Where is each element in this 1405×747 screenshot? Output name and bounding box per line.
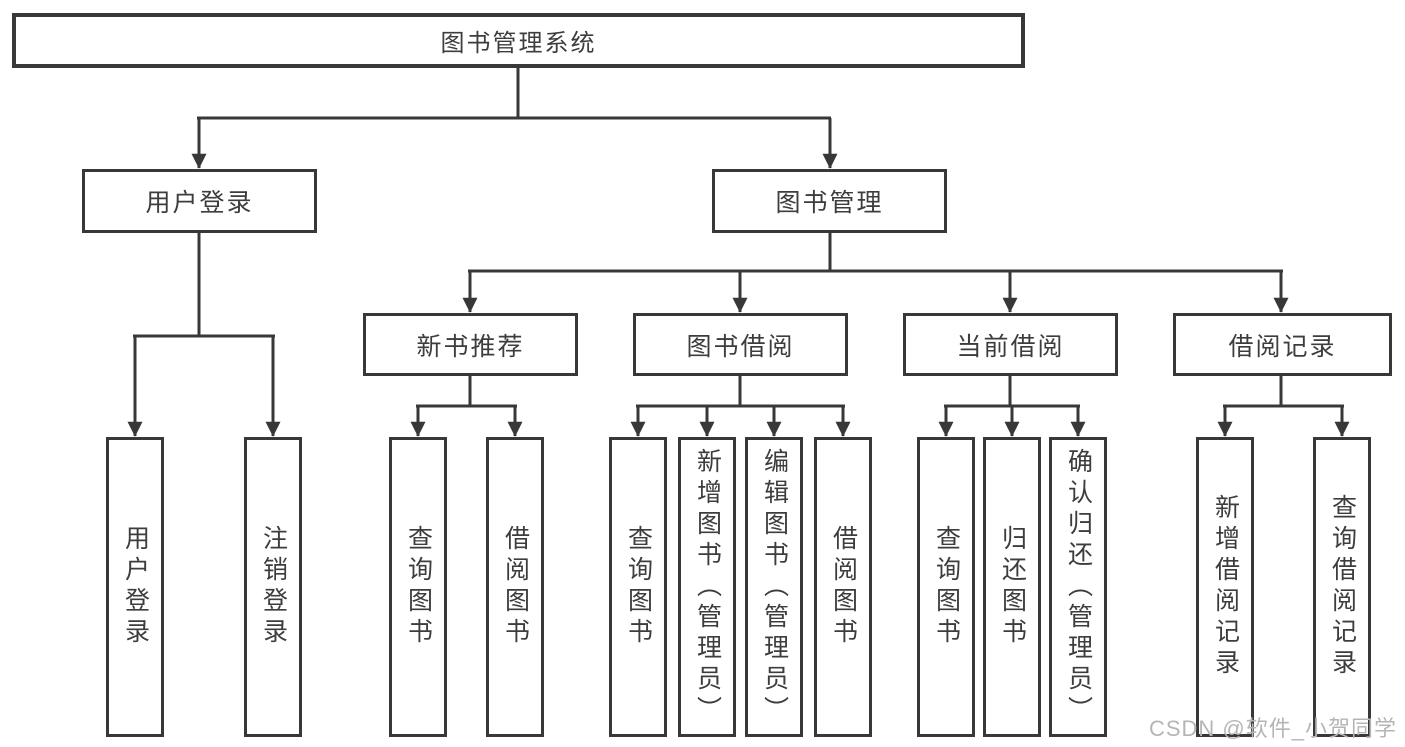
node-label: 查询图书 xyxy=(932,525,961,649)
node-label: 确认归还（管理员） xyxy=(1064,447,1093,727)
node-label: 当前借阅 xyxy=(956,332,1065,361)
node-label: 新书推荐 xyxy=(416,332,525,361)
node-new-book-recommend: 新书推荐 xyxy=(363,313,578,376)
node-label: 图书管理 xyxy=(775,189,884,217)
node-leaf-add-borrow-record: 新增借阅记录 xyxy=(1196,437,1254,737)
node-leaf-edit-books-admin: 编辑图书（管理员） xyxy=(745,437,803,737)
node-label: 编辑图书（管理员） xyxy=(760,447,789,727)
node-library-management-system: 图书管理系统 xyxy=(12,13,1025,68)
node-book-management-branch: 图书管理 xyxy=(712,169,947,233)
node-label: 借阅记录 xyxy=(1228,332,1337,361)
node-label: 归还图书 xyxy=(998,525,1027,649)
node-leaf-user-login: 用户登录 xyxy=(106,437,164,737)
node-leaf-query-borrow-record: 查询借阅记录 xyxy=(1313,437,1371,737)
node-leaf-return-books: 归还图书 xyxy=(983,437,1041,737)
node-label: 借阅图书 xyxy=(829,525,858,649)
node-book-borrow: 图书借阅 xyxy=(633,313,848,376)
node-label: 查询借阅记录 xyxy=(1328,494,1357,680)
node-user-login-branch: 用户登录 xyxy=(82,169,317,233)
node-borrow-record: 借阅记录 xyxy=(1173,313,1392,376)
node-label: 图书管理系统 xyxy=(440,30,597,57)
node-leaf-query-books-current: 查询图书 xyxy=(917,437,975,737)
node-current-borrow: 当前借阅 xyxy=(903,313,1118,376)
node-label: 注销登录 xyxy=(259,525,288,649)
node-leaf-logout: 注销登录 xyxy=(244,437,302,737)
node-label: 图书借阅 xyxy=(686,332,795,361)
node-leaf-query-books-recommend: 查询图书 xyxy=(389,437,447,737)
node-label: 新增借阅记录 xyxy=(1211,494,1240,680)
node-label: 借阅图书 xyxy=(501,525,530,649)
csdn-watermark: CSDN @软件_小贺同学 xyxy=(1148,716,1397,741)
node-leaf-borrow-books-recommend: 借阅图书 xyxy=(486,437,544,737)
node-leaf-confirm-return-admin: 确认归还（管理员） xyxy=(1049,437,1107,737)
node-label: 查询图书 xyxy=(404,525,433,649)
node-leaf-add-books-admin: 新增图书（管理员） xyxy=(678,437,736,737)
node-label: 用户登录 xyxy=(121,525,150,649)
node-leaf-query-books-borrow: 查询图书 xyxy=(609,437,667,737)
node-label: 查询图书 xyxy=(624,525,653,649)
node-label: 用户登录 xyxy=(145,189,254,217)
node-leaf-borrow-books: 借阅图书 xyxy=(814,437,872,737)
node-label: 新增图书（管理员） xyxy=(693,447,722,727)
